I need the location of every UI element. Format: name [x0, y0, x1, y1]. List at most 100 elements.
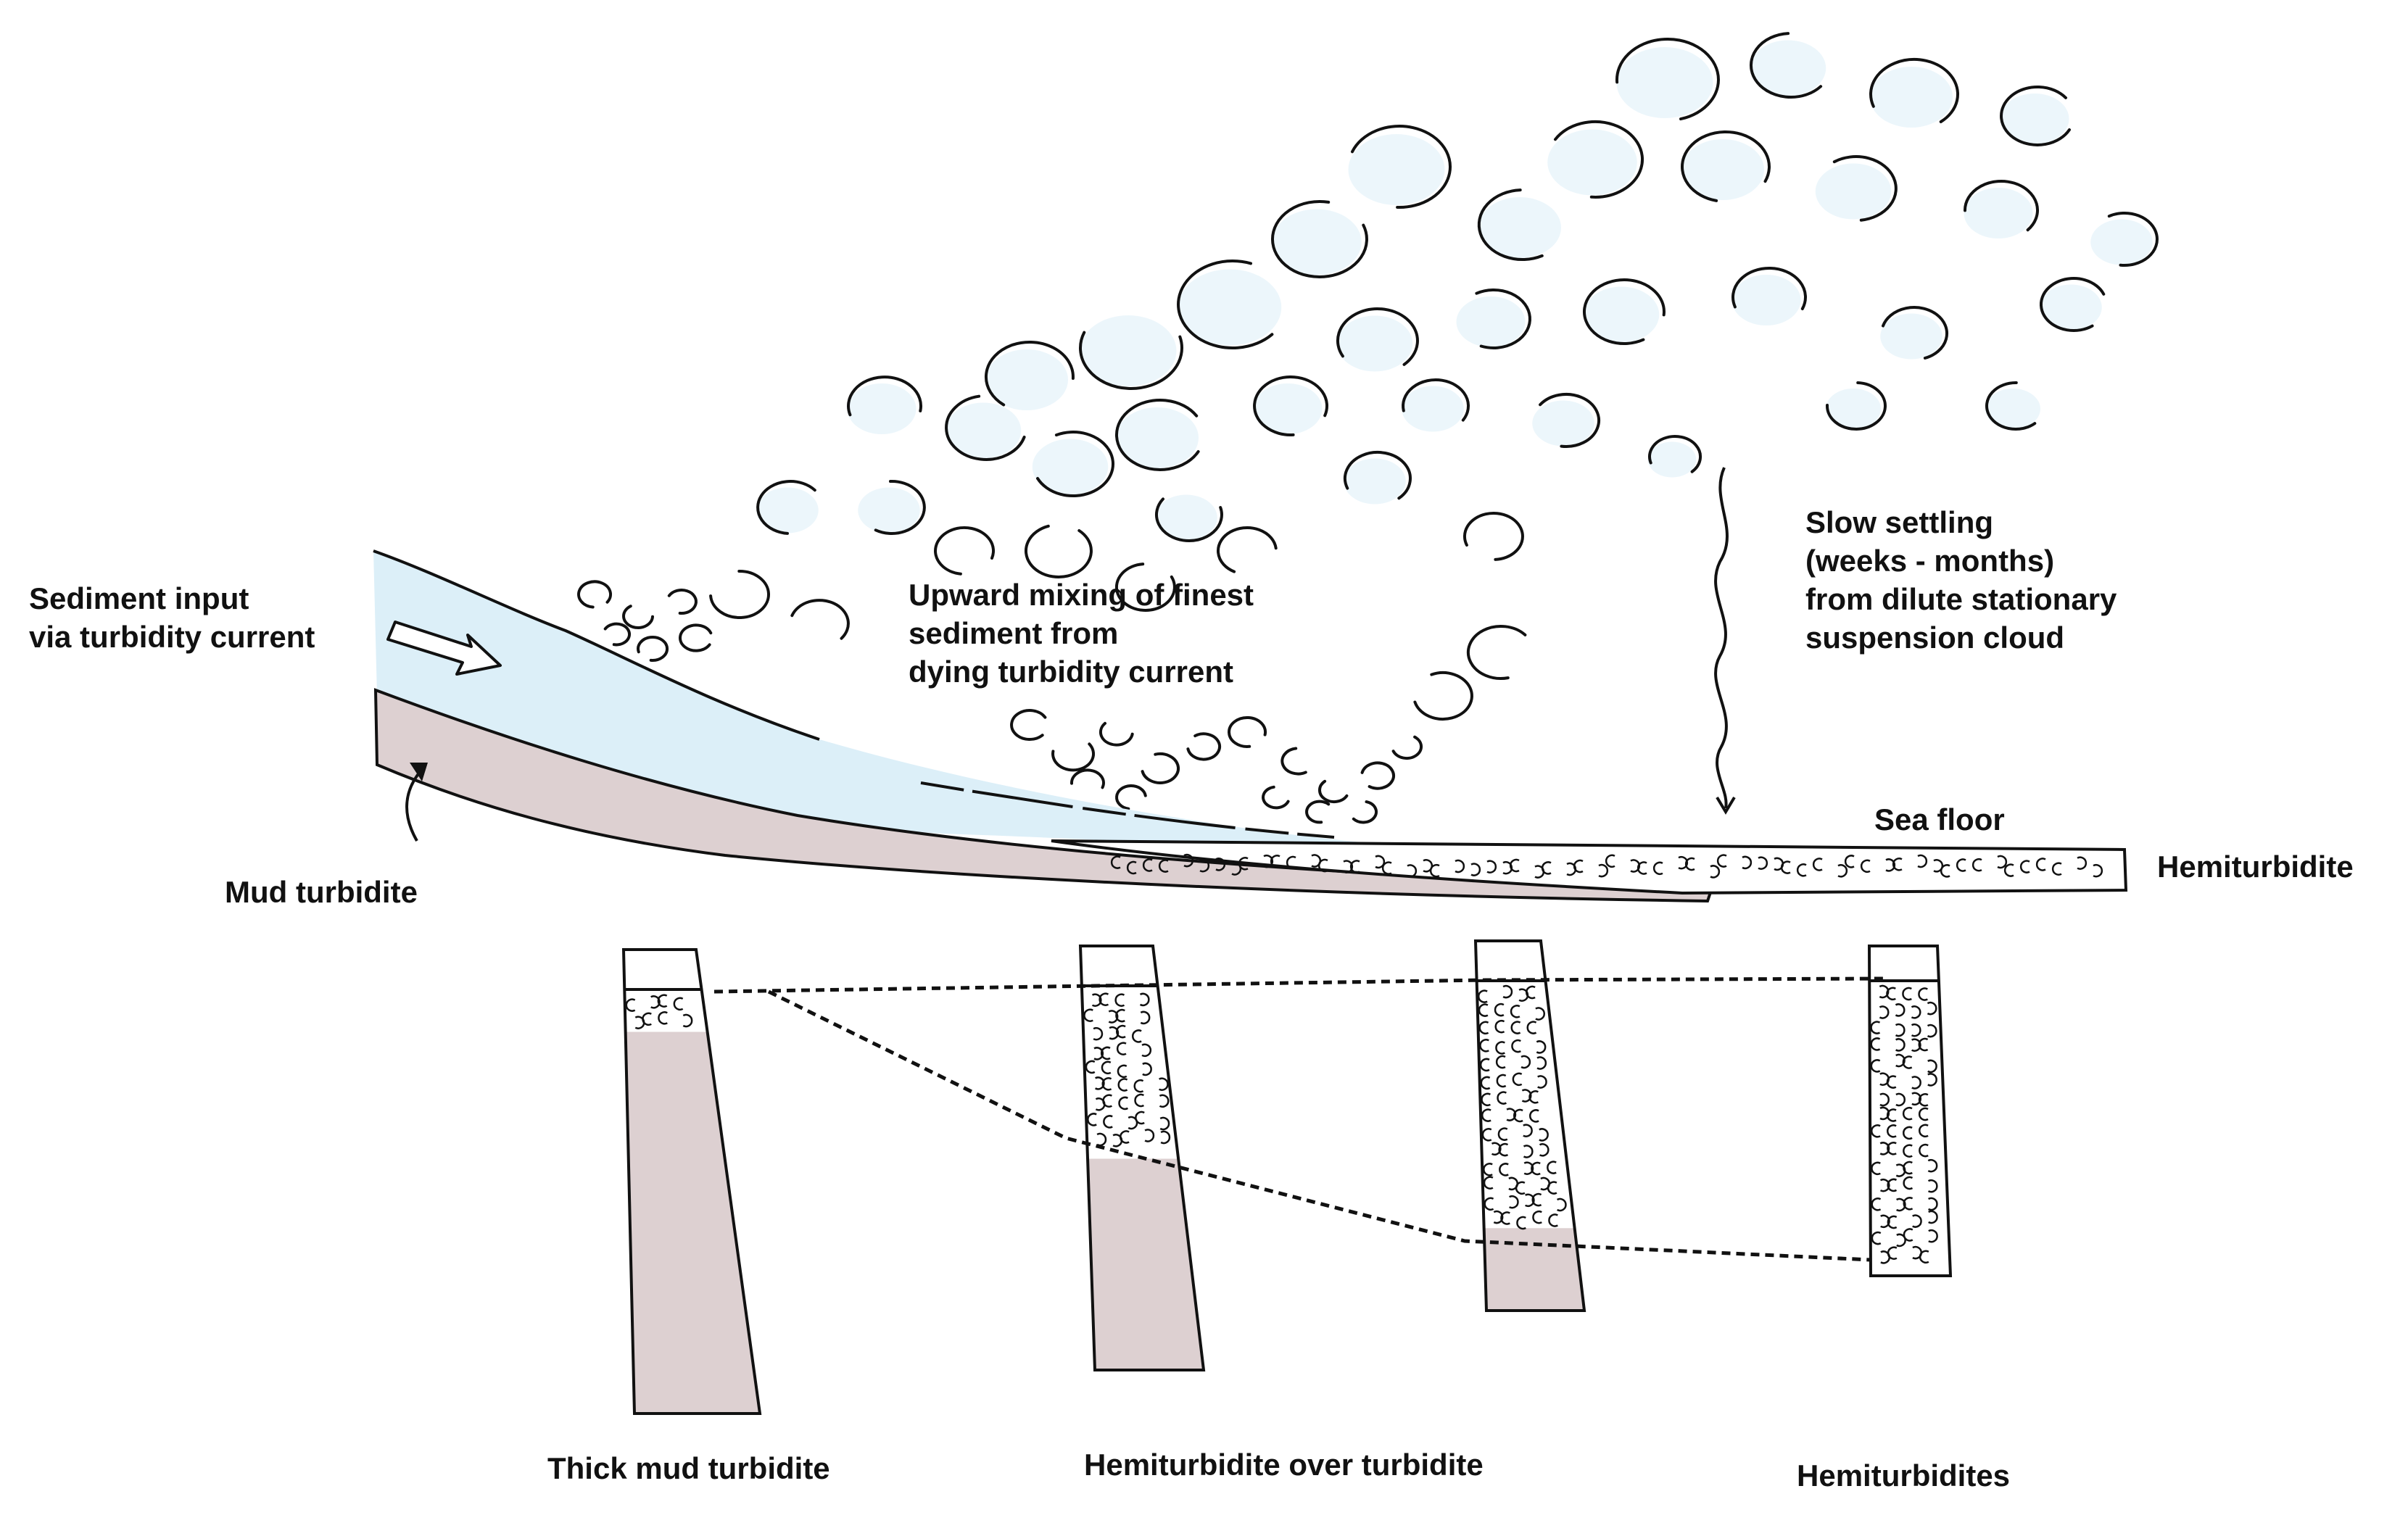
cloud-swirl	[577, 580, 613, 609]
cloud-swirl	[1475, 288, 1531, 349]
texture-mark	[1556, 1198, 1567, 1212]
texture-mark	[1536, 1040, 1547, 1054]
sediment-input-line: Sediment input	[29, 581, 249, 615]
texture-mark	[1887, 1124, 1897, 1138]
cloud-swirl	[1825, 381, 1887, 431]
texture-mark	[1879, 1092, 1890, 1107]
texture-mark	[1118, 1096, 1129, 1111]
cloud-swirl	[945, 394, 1026, 461]
texture-mark	[1911, 1092, 1921, 1106]
texture-mark	[1886, 1108, 1897, 1122]
texture-mark	[1429, 863, 1440, 878]
texture-mark	[1470, 863, 1481, 876]
settling-arrow-icon	[1714, 467, 1736, 815]
texture-mark	[1493, 1210, 1504, 1224]
texture-mark	[1096, 1132, 1107, 1147]
suspension-cloud	[577, 32, 2159, 824]
texture-mark	[1455, 859, 1465, 873]
texture-mark	[1879, 1005, 1890, 1019]
texture-mark	[1911, 1038, 1921, 1052]
texture-mark	[1231, 862, 1242, 876]
texture-mark	[658, 1011, 668, 1025]
cloud-swirl	[679, 623, 713, 652]
cloud-swirl	[790, 599, 850, 640]
pointer-arrow-icon	[405, 763, 428, 842]
texture-mark	[1895, 1092, 1906, 1107]
texture-mark	[1139, 992, 1150, 1007]
texture-mark	[1087, 1113, 1097, 1126]
texture-mark	[1918, 1037, 1929, 1052]
texture-mark	[1902, 1106, 1913, 1121]
texture-mark	[1871, 1231, 1882, 1245]
texture-mark	[1486, 860, 1497, 873]
cloud-swirl	[1539, 393, 1601, 448]
texture-mark	[1887, 1178, 1898, 1192]
texture-mark	[1548, 1213, 1558, 1227]
cloud-swirl	[847, 375, 922, 417]
core-column	[621, 948, 762, 1415]
cloud-swirl	[1186, 732, 1222, 761]
cloud-swirl	[1336, 307, 1419, 366]
texture-mark	[1927, 1197, 1938, 1211]
texture-mark	[1134, 1093, 1145, 1108]
upward-mixing-line: sediment from	[909, 616, 1118, 650]
texture-mark	[1343, 860, 1354, 873]
cloud-swirl	[2039, 277, 2106, 333]
cloud-swirl	[756, 480, 816, 535]
texture-mark	[1083, 1008, 1093, 1022]
texture-mark	[1159, 1116, 1170, 1131]
texture-mark	[1678, 855, 1689, 870]
cloud-swirl	[1413, 671, 1473, 721]
slow-settling-line: (weeks - months)	[1805, 544, 2054, 578]
texture-mark	[1478, 1021, 1489, 1035]
column-caption: Hemiturbidite over turbidite	[1084, 1448, 1484, 1482]
texture-mark	[1480, 1076, 1491, 1090]
cloud-swirl	[934, 526, 995, 576]
cloud-swirl	[1262, 785, 1290, 810]
texture-mark	[1506, 1108, 1517, 1121]
texture-mark	[1870, 1021, 1881, 1034]
texture-mark	[1103, 1115, 1113, 1129]
cloud-swirl	[622, 605, 654, 629]
texture-mark	[1531, 1161, 1541, 1176]
cloud-swirl	[1477, 188, 1544, 261]
texture-mark	[1520, 1055, 1531, 1069]
texture-mark	[1871, 1161, 1881, 1176]
texture-mark	[1895, 1023, 1906, 1037]
texture-mark	[1499, 1163, 1509, 1176]
texture-mark	[1879, 1142, 1890, 1155]
texture-mark	[1895, 1003, 1906, 1017]
mud-section	[625, 1032, 760, 1414]
cloud-swirl	[1069, 768, 1105, 789]
upward-mixing-line: dying turbidity current	[909, 655, 1233, 689]
texture-mark	[1101, 1060, 1112, 1075]
texture-mark	[1933, 859, 1944, 873]
texture-mark	[1887, 1215, 1898, 1229]
flow-arrow-icon	[386, 620, 502, 676]
cloud-swirl	[1615, 38, 1720, 121]
texture-mark	[1684, 857, 1695, 871]
texture-mark	[1478, 989, 1488, 1003]
texture-mark	[1494, 1019, 1505, 1034]
texture-mark	[1115, 1008, 1125, 1023]
cloud-swirl	[1963, 179, 2039, 232]
hemiturbidite-label: Hemiturbidite	[2157, 850, 2354, 884]
texture-mark	[1919, 1143, 1929, 1158]
texture-mark	[2093, 863, 2103, 878]
texture-mark	[1515, 1181, 1526, 1195]
texture-mark	[1497, 1091, 1507, 1105]
texture-mark	[1539, 1128, 1549, 1142]
cloud-swirl	[1391, 735, 1423, 760]
cloud-swirl	[1051, 742, 1096, 772]
texture-mark	[1758, 856, 1768, 870]
cloud-swirl	[1228, 715, 1267, 748]
texture-mark	[1110, 855, 1121, 869]
texture-mark	[1532, 1210, 1542, 1224]
cloud-swirl	[1462, 511, 1524, 561]
texture-mark	[1541, 861, 1552, 875]
texture-mark	[1895, 1038, 1906, 1052]
texture-mark	[1895, 1053, 1906, 1068]
column-outline	[1867, 945, 1953, 1277]
texture-mark	[1215, 858, 1226, 871]
cloud-swirl	[1280, 747, 1307, 776]
